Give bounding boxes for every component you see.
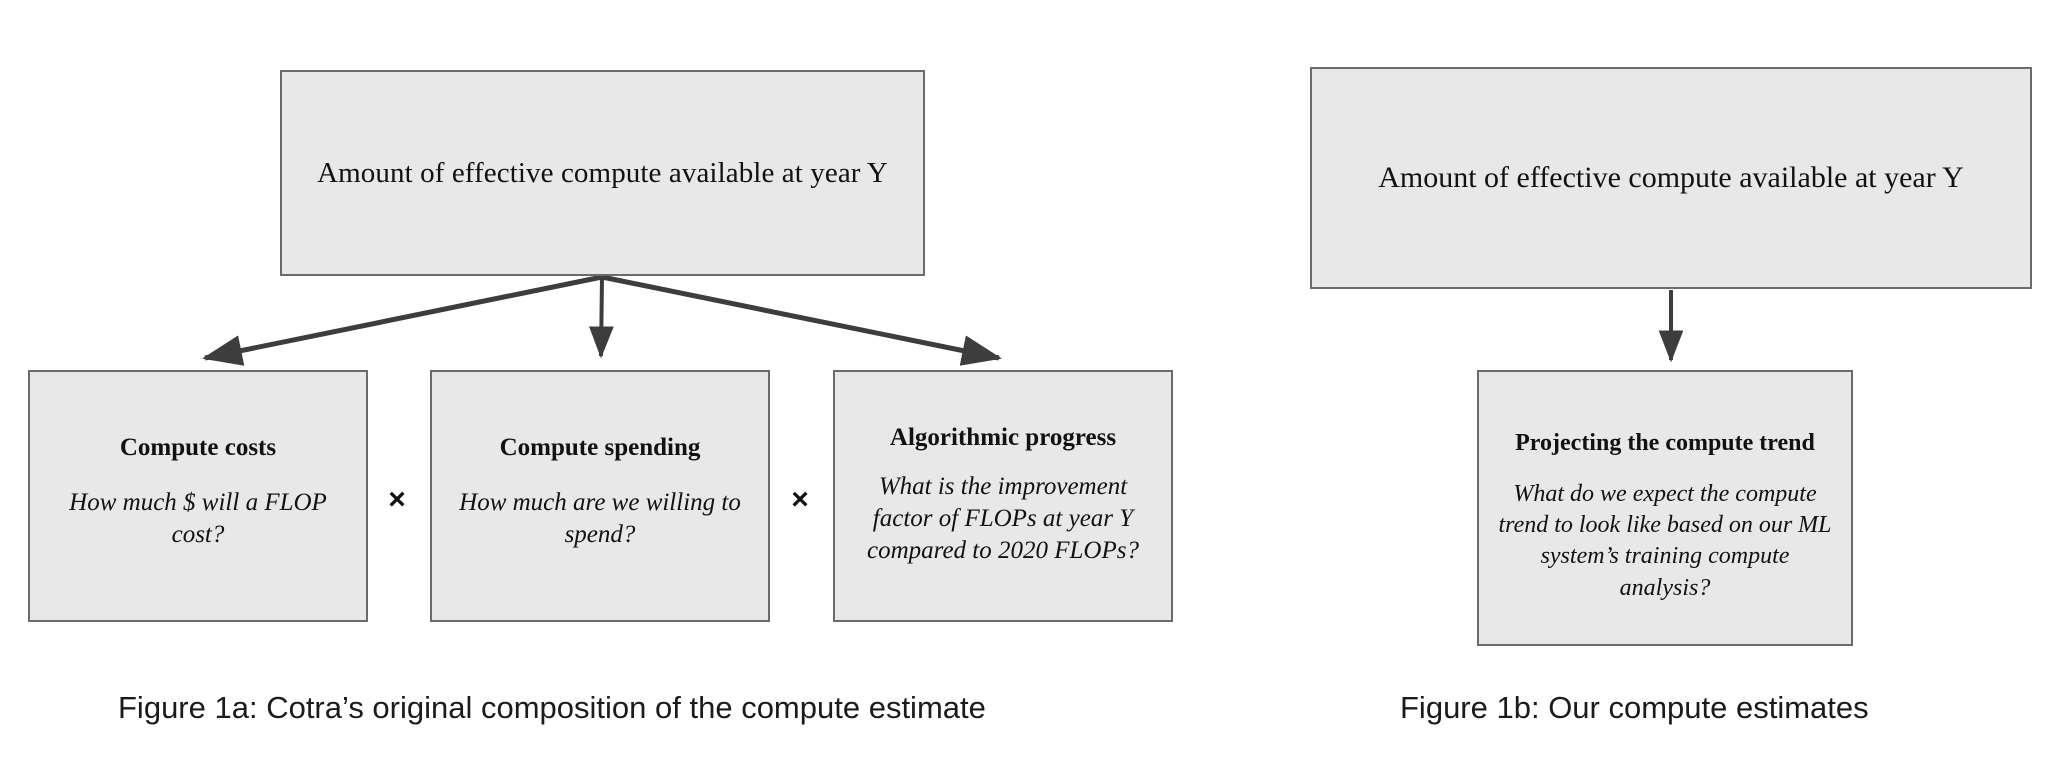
arrow-root-to-compute-costs xyxy=(202,274,603,366)
node-title: Compute costs xyxy=(119,434,277,461)
multiply-operator-1: × xyxy=(388,483,406,516)
figure-caption-1b: Figure 1b: Our compute estimates xyxy=(1400,690,1869,725)
multiply-operator-2: × xyxy=(791,483,809,516)
figure-caption-1a: Figure 1a: Cotra’s original composition … xyxy=(118,690,986,725)
node-body: How much are we willing to spend? xyxy=(459,488,741,548)
node-effective-compute-b: Amount of effective compute available at… xyxy=(1310,67,2032,289)
node-title: Projecting the compute trend xyxy=(1515,430,1815,456)
node-body: What is the improvement factor of FLOPs … xyxy=(867,472,1139,564)
node-title: Algorithmic progress xyxy=(889,424,1117,451)
node-projecting-compute-trend: Projecting the compute trend What do we … xyxy=(1477,370,1853,646)
node-title: Amount of effective compute available at… xyxy=(317,156,888,189)
node-compute-costs: Compute costs How much $ will a FLOP cos… xyxy=(28,370,368,622)
node-body: What do we expect the compute trend to l… xyxy=(1498,481,1832,601)
arrow-root-to-compute-spending xyxy=(588,276,614,359)
node-body: How much $ will a FLOP cost? xyxy=(69,488,327,548)
node-title: Compute spending xyxy=(499,434,701,461)
node-title: Amount of effective compute available at… xyxy=(1378,161,1964,194)
node-effective-compute-a: Amount of effective compute available at… xyxy=(280,70,925,276)
arrow-root-to-algorithmic-progress xyxy=(601,274,1002,366)
node-compute-spending: Compute spending How much are we willing… xyxy=(430,370,770,622)
node-algorithmic-progress: Algorithmic progress What is the improve… xyxy=(833,370,1173,622)
